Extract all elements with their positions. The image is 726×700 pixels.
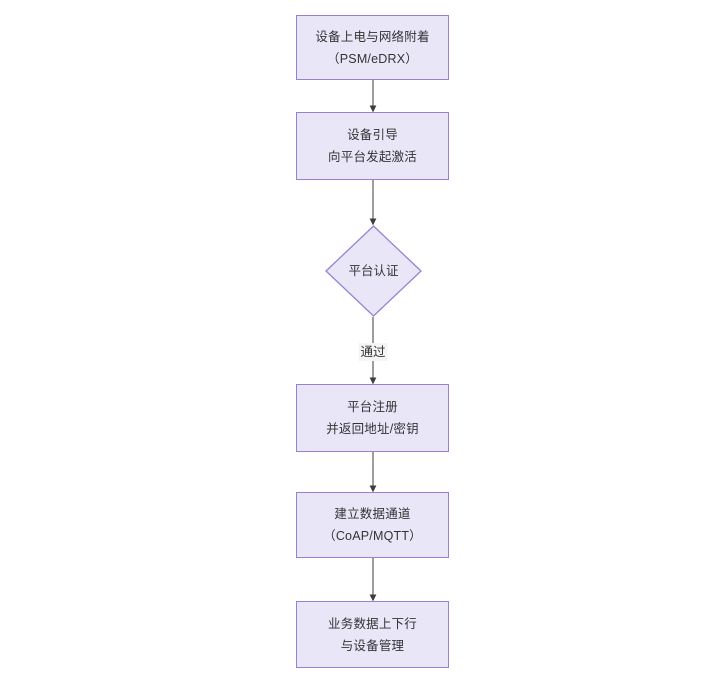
node-label: 平台注册 并返回地址/密钥 [326, 400, 419, 436]
node-label: 设备引导 向平台发起激活 [328, 128, 417, 164]
node-label: 平台认证 [348, 264, 399, 278]
node-platform-registration[interactable]: 平台注册 并返回地址/密钥 [296, 384, 449, 452]
node-device-bootstrap[interactable]: 设备引导 向平台发起激活 [296, 112, 449, 180]
node-device-power-on[interactable]: 设备上电与网络附着 （PSM/eDRX） [296, 15, 449, 80]
node-label: 设备上电与网络附着 （PSM/eDRX） [315, 29, 430, 66]
node-label: 业务数据上下行 与设备管理 [328, 616, 417, 653]
node-business-data-and-device-management[interactable]: 业务数据上下行 与设备管理 [296, 601, 449, 668]
node-establish-data-channel[interactable]: 建立数据通道 （CoAP/MQTT） [296, 492, 449, 558]
edge-label-pass: 通过 [358, 343, 388, 361]
node-platform-authentication-decision[interactable]: 平台认证 [325, 225, 422, 317]
node-label: 建立数据通道 （CoAP/MQTT） [323, 507, 422, 543]
diamond-shape [325, 225, 422, 317]
